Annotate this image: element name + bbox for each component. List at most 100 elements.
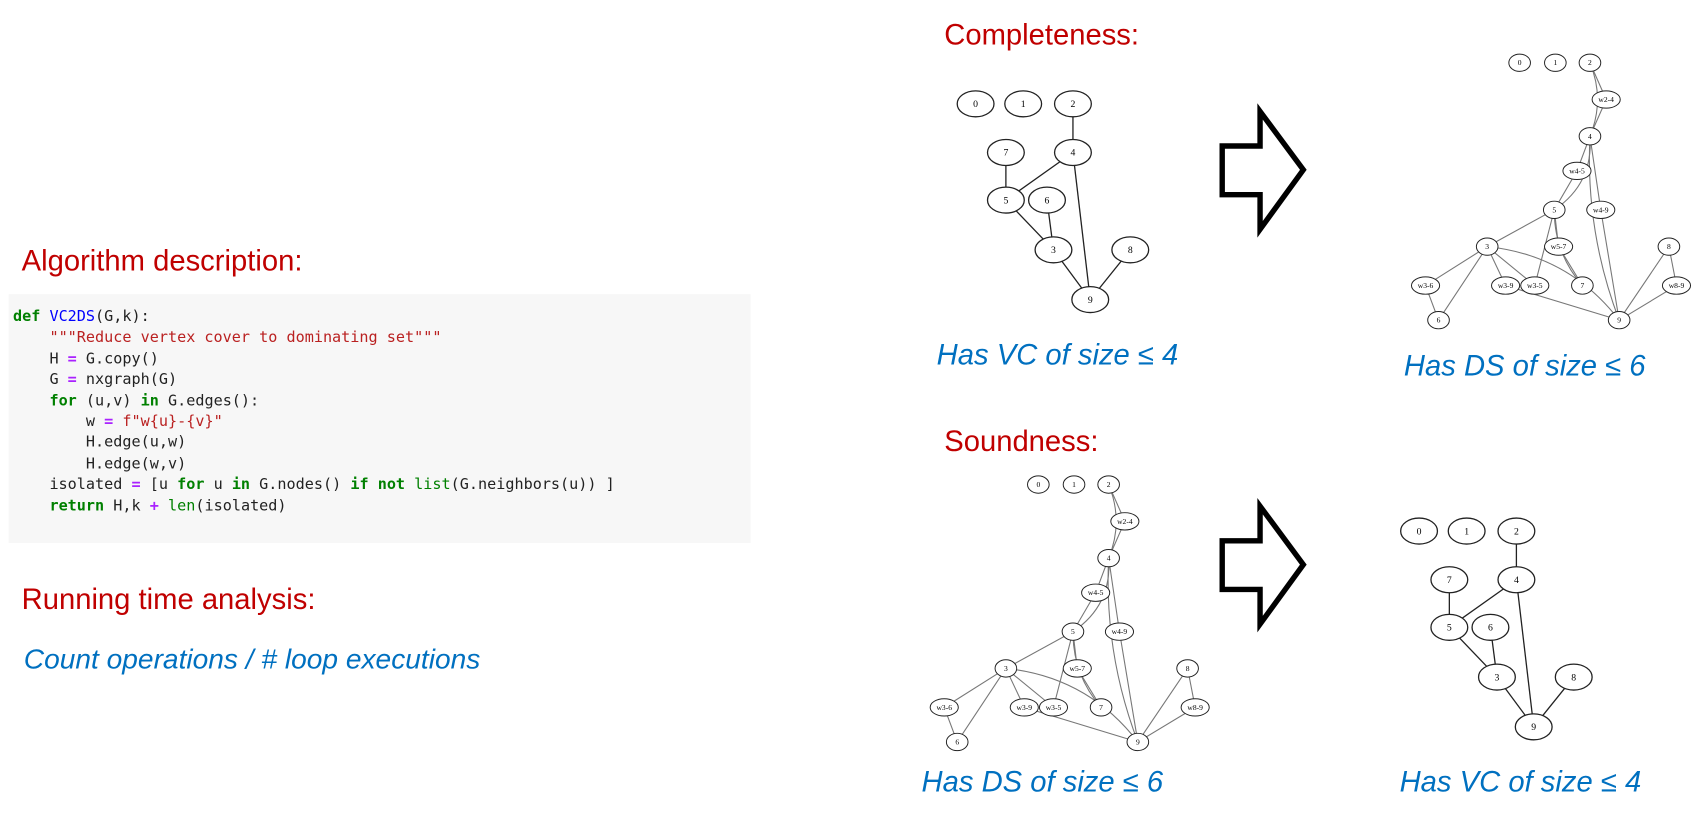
graph-node: w8-9 — [1180, 698, 1210, 717]
code-line: return H,k + len(isolated) — [13, 496, 751, 517]
completeness-vc-caption: Has VC of size ≤ 4 — [936, 338, 1179, 371]
graph-node: w4-9 — [1586, 200, 1616, 219]
soundness-ds-caption: Has DS of size ≤ 6 — [921, 765, 1164, 799]
code-token: for — [177, 476, 205, 494]
code-token: (u,v) — [76, 392, 141, 410]
code-line: w = f"w{u}-{v}" — [13, 412, 751, 433]
graph-node: w3-6 — [929, 698, 959, 717]
graph-node-label: 4 — [1588, 132, 1592, 141]
graph-node-label: w8-9 — [1187, 703, 1203, 712]
code-token: """Reduce vertex cover to dominating set… — [49, 329, 442, 347]
code-token: H.edge(w,v) — [12, 455, 187, 473]
graph-node: w4-9 — [1104, 622, 1135, 641]
graph-node-label: w4-9 — [1593, 205, 1609, 214]
graph-node: 5 — [1430, 613, 1469, 641]
graph-node: 3 — [1475, 237, 1499, 256]
graph-node: 7 — [1089, 698, 1113, 717]
graph-node-label: 9 — [1136, 738, 1140, 747]
graph-node: 9 — [1514, 713, 1553, 741]
graph-node: 8 — [1554, 663, 1593, 691]
graph-node: 1 — [1544, 53, 1567, 72]
code-token: H — [12, 350, 68, 368]
code-token: u — [204, 476, 232, 494]
graph-node-label: 1 — [1464, 526, 1469, 537]
graph-node-label: 3 — [1051, 245, 1056, 256]
graph-node-label: w3-9 — [1017, 703, 1033, 712]
code-token — [405, 476, 414, 493]
graph-edge — [1107, 558, 1139, 743]
graph-node-label: 8 — [1571, 672, 1576, 683]
graph-node: w4-5 — [1081, 583, 1111, 602]
graph-node-label: w3-5 — [1046, 703, 1062, 712]
graph-node: 6 — [1427, 311, 1450, 330]
graph-node-label: 2 — [1514, 526, 1519, 537]
graph-node: w5-7 — [1062, 659, 1092, 678]
graph-edge — [1588, 136, 1620, 321]
graph-node-label: w3-5 — [1527, 281, 1543, 290]
graph-node-label: w2-4 — [1598, 95, 1614, 104]
graph-node-label: w3-9 — [1498, 281, 1514, 290]
graph-node: 0 — [956, 90, 995, 118]
graph-node-label: w5-7 — [1551, 242, 1567, 251]
right-arrow-icon — [1219, 103, 1307, 238]
right-arrow-icon — [1219, 497, 1307, 633]
graph-node-label: 3 — [1495, 672, 1500, 683]
graph-node: 1 — [1447, 517, 1486, 545]
graph-node: 4 — [1578, 127, 1602, 146]
graph-node-label: 7 — [1003, 148, 1008, 159]
code-token — [13, 329, 49, 346]
graph-node-label: 6 — [955, 738, 959, 747]
graph-node-label: 6 — [1488, 623, 1493, 634]
code-token: isolated — [12, 476, 132, 494]
code-token: = — [67, 371, 77, 389]
graph-node-label: 3 — [1004, 664, 1008, 673]
code-token: return — [49, 497, 105, 515]
graph-node-label: 7 — [1099, 703, 1103, 712]
code-token: f"w{u}-{v}" — [122, 413, 223, 431]
graph-node-label: w2-4 — [1117, 517, 1133, 526]
code-token: + — [149, 497, 159, 515]
graph-node-label: 4 — [1107, 554, 1111, 563]
code-token: (G.neighbors(u)) ] — [450, 476, 615, 494]
graph-node: 2 — [1497, 517, 1536, 545]
graph-node: 5 — [986, 186, 1025, 214]
code-token: = — [104, 413, 114, 431]
code-line: for (u,v) in G.edges(): — [13, 391, 751, 412]
graph-node-label: w3-6 — [936, 703, 952, 712]
code-token: if — [350, 476, 369, 494]
code-token — [13, 392, 49, 409]
graph-node-label: 5 — [1447, 623, 1452, 634]
code-line: H.edge(u,w) — [13, 433, 751, 454]
code-token: G.edges(): — [158, 392, 260, 410]
code-line: def VC2DS(G,k): — [13, 307, 751, 328]
code-token: = — [67, 350, 77, 368]
graph-node: 9 — [1126, 732, 1150, 752]
code-token: def — [12, 308, 50, 326]
graph-node: w3-9 — [1491, 276, 1521, 295]
graph-node: 0 — [1027, 475, 1050, 494]
graph-node: 7 — [986, 138, 1025, 167]
graph-node: w3-5 — [1520, 276, 1550, 295]
graph-edge — [1005, 667, 1139, 743]
graph-node: 3 — [1477, 663, 1516, 691]
graph-node: 2 — [1578, 53, 1602, 72]
code-token: G.nodes() — [250, 476, 351, 494]
code-token: len — [168, 497, 196, 515]
graph-edge — [1137, 668, 1189, 743]
code-token: (G,k): — [95, 308, 150, 326]
graph-node-label: 5 — [1552, 205, 1556, 214]
graph-edge — [1487, 246, 1620, 321]
graph-node-label: 8 — [1128, 245, 1133, 256]
graph-node-label: 9 — [1617, 316, 1621, 325]
code-token: in — [231, 476, 251, 494]
graph-node: w3-5 — [1038, 698, 1069, 717]
graph-node-label: 4 — [1514, 575, 1519, 586]
graph-edge — [1505, 285, 1620, 321]
graph-node: 6 — [1027, 186, 1067, 214]
graph-node-label: 0 — [1036, 480, 1040, 489]
graph-node-label: 0 — [1518, 58, 1522, 67]
graph-node-label: 6 — [1437, 316, 1441, 325]
graph-node-label: w4-9 — [1112, 627, 1128, 636]
